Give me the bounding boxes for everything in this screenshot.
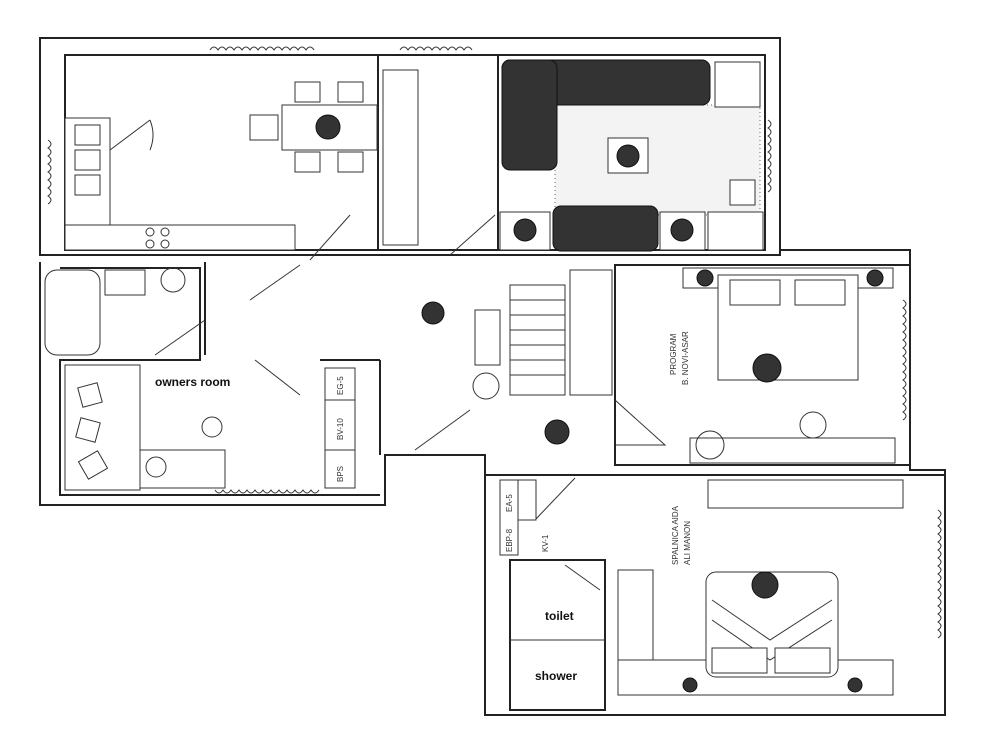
doors bbox=[109, 119, 667, 591]
window-curtains bbox=[47, 46, 942, 639]
shower-label: shower bbox=[535, 669, 577, 683]
kids-room-label-2: B. NOVI-ASAR bbox=[681, 331, 690, 385]
master-bedroom-furniture bbox=[499, 479, 904, 696]
bathroom bbox=[44, 267, 186, 356]
hall-stairs bbox=[421, 269, 613, 445]
walls bbox=[39, 37, 946, 716]
cabinet-label: BV-10 bbox=[336, 418, 345, 440]
cabinet-label: EBP-8 bbox=[505, 528, 514, 552]
cabinet-label: EA-5 bbox=[505, 494, 514, 512]
bedroom-label-1: SPALNICA AIDA bbox=[671, 505, 680, 565]
cabinet-label: EG-5 bbox=[336, 376, 345, 395]
owners-room-label: owners room bbox=[155, 375, 230, 389]
cabinet-label: BPS bbox=[336, 466, 345, 482]
kids-room-furniture bbox=[682, 267, 896, 464]
kids-room-label-1: PROGRAM bbox=[669, 333, 678, 375]
living-room bbox=[499, 59, 764, 252]
owners-room-furniture bbox=[64, 364, 356, 491]
bedroom-label-2: ALI MANON bbox=[683, 521, 692, 565]
kitchen-dining bbox=[64, 69, 419, 251]
toilet-label: toilet bbox=[545, 609, 574, 623]
cabinet-label: KV-1 bbox=[541, 534, 550, 552]
